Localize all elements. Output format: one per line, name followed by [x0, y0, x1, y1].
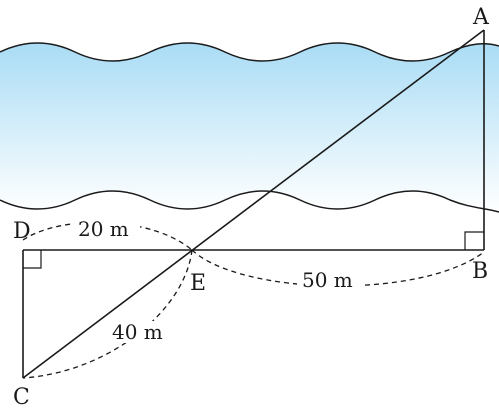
point-label-D: D	[13, 219, 31, 244]
right-angle-B	[464, 231, 484, 250]
label-bg-EB	[297, 269, 363, 291]
river	[0, 43, 499, 212]
segment-AC	[22, 29, 485, 379]
label-DE: 20 m	[78, 217, 129, 241]
label-EC: 40 m	[112, 320, 163, 344]
point-label-C: C	[13, 385, 30, 410]
river-bottom-bank	[0, 190, 499, 213]
label-EB: 50 m	[302, 268, 353, 292]
point-label-B: B	[472, 259, 488, 284]
label-bg-EC	[107, 321, 173, 343]
point-label-A: A	[472, 5, 490, 30]
point-label-E: E	[190, 271, 206, 296]
river-top-bank	[0, 42, 499, 62]
right-angle-D	[23, 250, 42, 269]
label-bg-DE	[74, 218, 140, 240]
